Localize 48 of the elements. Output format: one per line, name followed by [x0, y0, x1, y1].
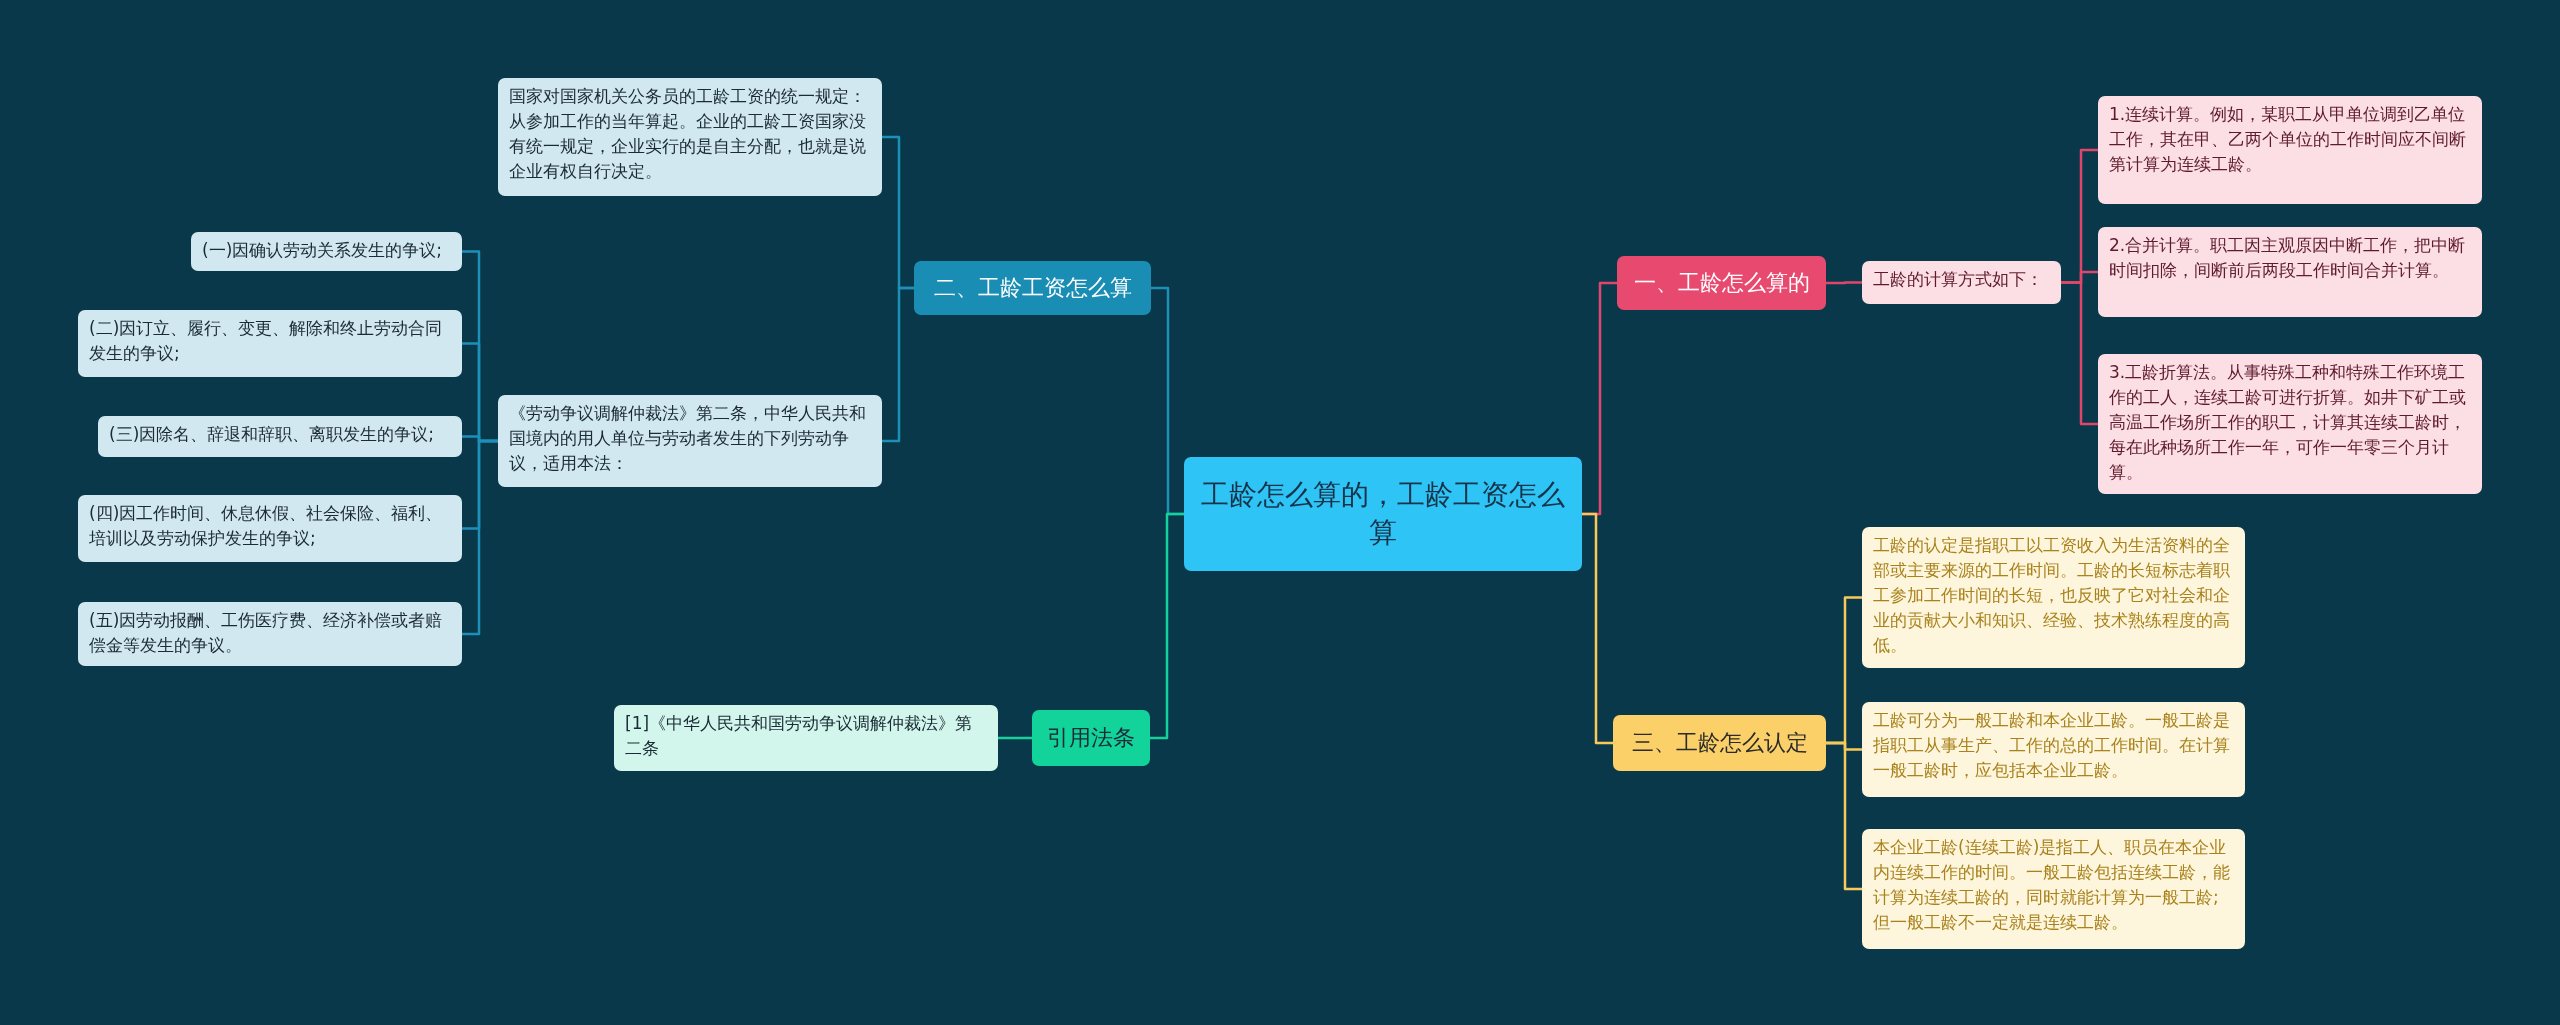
subtopic-box [78, 495, 462, 562]
subtopic-box [2098, 354, 2482, 494]
subtopic-box [2098, 227, 2482, 317]
subtopic-box [1862, 702, 2245, 797]
topic-text: 本企业工龄(连续工龄)是指工人、职员在本企业内连续工作的时间。一般工龄包括连续工龄，能计算为连续工龄的，同时就能计算为一般工龄;但一般工龄不一定就是连续工龄。 [1873, 836, 2231, 934]
subtopic-box [1862, 261, 2061, 304]
branch-topic-box [1617, 256, 1826, 310]
topic-text: (五)因劳动报酬、工伤医疗费、经济补偿或者赔偿金等发生的争议。 [89, 609, 444, 657]
topic-text: 工龄的计算方式如下： [1873, 268, 2044, 291]
branch-topic-box [914, 261, 1151, 315]
topic-text: 工龄怎么算的，工龄工资怎么算 [1200, 477, 1566, 551]
subtopic-box [498, 395, 882, 487]
central-topic-box [1184, 457, 1582, 571]
topic-text: 《劳动争议调解仲裁法》第二条，中华人民共和国境内的用人单位与劳动者发生的下列劳动争议，适用本法： [509, 402, 867, 475]
branch-topic-box [1613, 715, 1826, 771]
connector-line [1150, 512, 1184, 740]
connector-line [1826, 281, 1862, 285]
connector-line [1582, 512, 1613, 745]
topic-text: 国家对国家机关公务员的工龄工资的统一规定：从参加工作的当年算起。企业的工龄工资国家没有统一规定，企业实行的是自主分配，也就是说企业有权自行决定。 [509, 85, 867, 183]
subtopic-box [78, 602, 462, 666]
topic-text: 一、工龄怎么算的 [1632, 269, 1811, 297]
topic-text: 三、工龄怎么认定 [1630, 729, 1809, 757]
connector-line [998, 736, 1032, 740]
topic-text: 工龄可分为一般工龄和本企业工龄。一般工龄是指职工从事生产、工作的总的工作时间。在计算一般工龄时，应包括本企业工龄。 [1873, 709, 2231, 782]
branch-topic-box [1032, 710, 1150, 766]
subtopic-box [78, 310, 462, 377]
connector-line [462, 439, 498, 636]
topic-text: (三)因除名、辞退和辞职、离职发生的争议; [109, 423, 435, 446]
topic-text: (一)因确认劳动关系发生的争议; [202, 239, 443, 262]
connector-line [2061, 281, 2098, 426]
subtopic-box [98, 416, 462, 457]
subtopic-box [1862, 829, 2245, 949]
topic-text: [1]《中华人民共和国劳动争议调解仲裁法》第二条 [625, 712, 974, 760]
topic-text: (二)因订立、履行、变更、解除和终止劳动合同发生的争议; [89, 317, 444, 365]
subtopic-box [1862, 527, 2245, 668]
subtopic-box [2098, 96, 2482, 204]
topic-text: 引用法条 [1046, 724, 1136, 752]
subtopic-box [498, 78, 882, 196]
topic-text: (四)因工作时间、休息休假、社会保险、福利、培训以及劳动保护发生的争议; [89, 502, 444, 550]
topic-text: 2.合并计算。职工因主观原因中断工作，把中断时间扣除，间断前后两段工作时间合并计算。 [2109, 234, 2467, 282]
connector-line [1826, 741, 1862, 891]
topic-text: 二、工龄工资怎么算 [932, 274, 1133, 302]
subtopic-box [191, 232, 462, 271]
subtopic-box [614, 705, 998, 771]
topic-text: 1.连续计算。例如，某职工从甲单位调到乙单位工作，其在甲、乙两个单位的工作时间应不间断第计算为连续工龄。 [2109, 103, 2467, 176]
topic-text: 工龄的认定是指职工以工资收入为生活资料的全部或主要来源的工作时间。工龄的长短标志着职工参加工作时间的长短，也反映了它对社会和企业的贡献大小和知识、经验、技术熟练程度的高低。 [1873, 534, 2231, 657]
topic-text: 3.工龄折算法。从事特殊工种和特殊工作环境工作的工人，连续工龄可进行折算。如井下矿工或高温工作场所工作的职工，计算其连续工龄时，每在此种场所工作一年，可作一年零三个月计算。 [2109, 361, 2467, 484]
connector-line [882, 286, 914, 443]
